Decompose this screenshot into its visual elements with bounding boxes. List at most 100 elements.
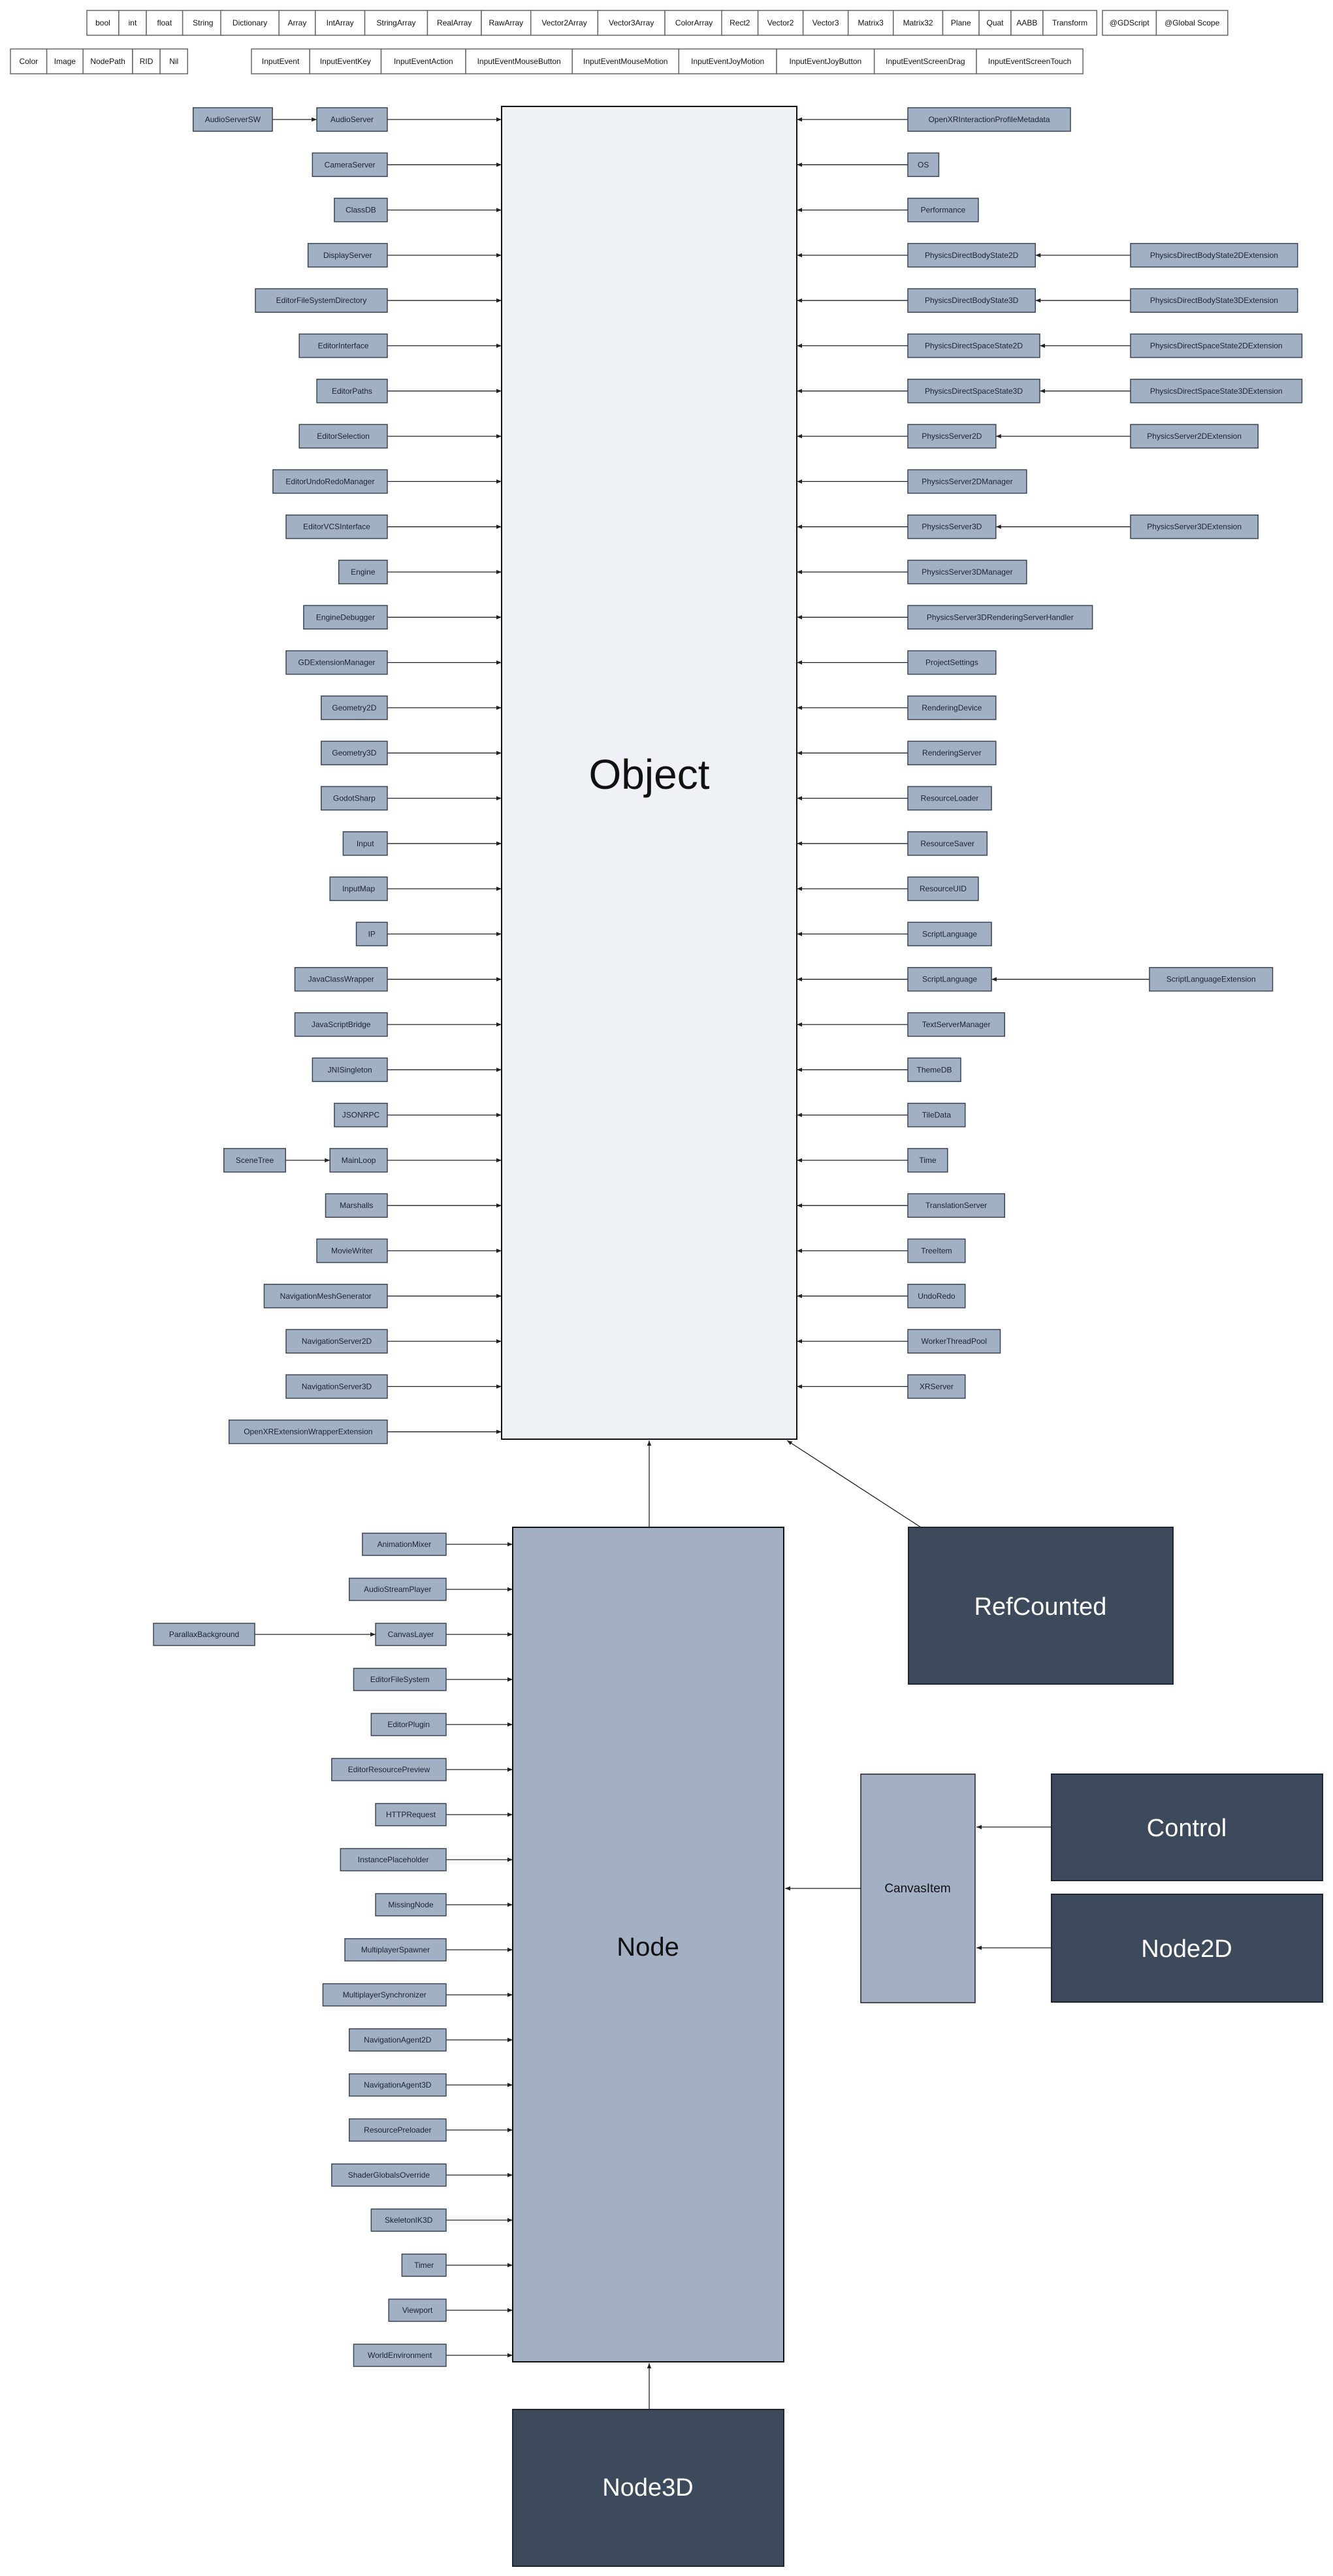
class-box-jsonrpc: [334, 1102, 388, 1128]
type-label: @Global Scope: [1164, 18, 1220, 27]
type-cell-inputeventmousemotion: [571, 48, 680, 74]
type-cell-nil: [159, 48, 189, 74]
class-box-textservermanager: [907, 1012, 1005, 1037]
class-label: EditorInterface: [318, 342, 369, 351]
class-box-viewport: [388, 2298, 447, 2322]
class-label: DisplayServer: [323, 251, 372, 260]
class-box-skeletonik3d: [370, 2208, 447, 2232]
type-label: Matrix3: [858, 18, 884, 27]
class-label: PhysicsDirectSpaceState2DExtension: [1150, 342, 1283, 351]
class-box-os: [907, 152, 940, 178]
type-label: Transform: [1052, 18, 1087, 27]
class-box-inputmap: [329, 876, 388, 901]
class-label: TreeItem: [921, 1247, 952, 1256]
class-box-multiplayerspawner: [344, 1938, 447, 1962]
class-label: HTTPRequest: [386, 1810, 436, 1819]
type-label: Vector2: [767, 18, 794, 27]
class-label: EditorPlugin: [387, 1720, 430, 1729]
type-cell-bool: [86, 10, 120, 36]
class-box-physicsdirectspacestate3d: [907, 379, 1040, 404]
class-box-geometry2d: [321, 695, 388, 720]
class-box-workerthreadpool: [907, 1329, 1001, 1354]
class-label: EditorPaths: [332, 387, 372, 396]
canvasitem-class-label: CanvasItem: [884, 1882, 950, 1896]
class-box-input: [342, 831, 388, 856]
type-label: NodePath: [90, 57, 125, 66]
class-label: MissingNode: [388, 1900, 434, 1909]
class-box-tiledata: [907, 1102, 966, 1128]
class-label: Geometry2D: [332, 703, 376, 712]
refcounted-class-label: RefCounted: [974, 1593, 1107, 1621]
class-label: WorldEnvironment: [368, 2351, 432, 2360]
object-class-label: Object: [589, 751, 710, 798]
class-label: SkeletonIK3D: [385, 2216, 433, 2225]
type-label: InputEventKey: [320, 57, 371, 66]
type-label: Plane: [951, 18, 971, 27]
class-label: UndoRedo: [918, 1292, 956, 1301]
class-label: EditorFileSystem: [370, 1675, 430, 1684]
class-label: EditorSelection: [317, 432, 370, 441]
class-label: AudioServerSW: [205, 115, 261, 124]
type-label: Vector3: [812, 18, 839, 27]
class-box-renderingserver: [907, 740, 997, 765]
type-label: RawArray: [489, 18, 523, 27]
class-label: TranslationServer: [925, 1201, 987, 1210]
class-box-physicsserver3dextension: [1130, 514, 1259, 539]
class-box-scenetree: [223, 1148, 286, 1173]
class-box-physicsdirectbodystate3d: [907, 288, 1036, 313]
class-label: ResourceUID: [920, 884, 967, 893]
type-label: int: [129, 18, 137, 27]
class-label: Timer: [414, 2261, 434, 2270]
class-box-scriptlanguage: [907, 966, 992, 992]
type-cell-dictionary: [220, 10, 280, 36]
class-label: CanvasLayer: [388, 1630, 434, 1639]
class-box-resourcesaver: [907, 831, 988, 856]
class-label: JSONRPC: [342, 1111, 380, 1120]
type-label: InputEventJoyMotion: [691, 57, 764, 66]
type-cell-array: [278, 10, 316, 36]
class-label: GDExtensionManager: [298, 658, 375, 667]
class-label: Geometry3D: [332, 748, 376, 757]
class-box-editorinterface: [298, 333, 388, 358]
class-box-editorplugin: [370, 1713, 447, 1736]
class-label: OpenXRExtensionWrapperExtension: [244, 1427, 372, 1437]
type-label: float: [157, 18, 172, 27]
class-label: PhysicsServer2D: [922, 432, 982, 441]
type-cell-vector2: [757, 10, 804, 36]
refcounted-class-box: [908, 1527, 1174, 1685]
class-label: PhysicsDirectSpaceState2D: [925, 342, 1023, 351]
class-box-physicsserver2dmanager: [907, 469, 1027, 494]
class-label: PhysicsServer2DManager: [922, 477, 1012, 486]
class-box-navigationagent2d: [349, 2028, 447, 2052]
class-label: ProjectSettings: [925, 658, 978, 667]
type-label: InputEvent: [262, 57, 300, 66]
class-box-editorpaths: [316, 379, 388, 404]
class-box-physicsserver3drenderingserverhandler: [907, 605, 1093, 630]
class-label: ResourceSaver: [920, 839, 974, 848]
node2d-class-box: [1051, 1894, 1323, 2003]
class-box-parallaxbackground: [153, 1623, 255, 1646]
class-label: PhysicsServer3DExtension: [1147, 522, 1242, 532]
type-cell-matrix3: [847, 10, 894, 36]
class-box-physicsdirectspacestate3dextension: [1130, 379, 1303, 404]
class-label: WorkerThreadPool: [922, 1337, 988, 1346]
arrow-refcounted-to-object: [786, 1440, 922, 1528]
type-cell-inputeventscreentouch: [976, 48, 1084, 74]
type-cell-inputeventaction: [380, 48, 466, 74]
class-label: ResourceLoader: [921, 794, 979, 803]
type-cell-vector2array: [530, 10, 599, 36]
class-box-physicsdirectspacestate2dextension: [1130, 333, 1303, 358]
class-box-translationserver: [907, 1193, 1005, 1218]
type-label: Image: [54, 57, 76, 66]
class-box-editorfilesystem: [353, 1668, 447, 1691]
class-box-navigationmeshgenerator: [263, 1284, 388, 1309]
class-label: PhysicsDirectBodyState3DExtension: [1150, 296, 1278, 305]
class-box-worldenvironment: [353, 2344, 447, 2367]
type-label: AABB: [1016, 18, 1037, 27]
class-box-physicsdirectbodystate3dextension: [1130, 288, 1298, 313]
class-label: NavigationAgent2D: [364, 2035, 432, 2044]
class-label: SceneTree: [236, 1156, 274, 1165]
class-label: EditorVCSInterface: [303, 522, 370, 532]
class-box-shaderglobalsoverride: [331, 2163, 447, 2187]
